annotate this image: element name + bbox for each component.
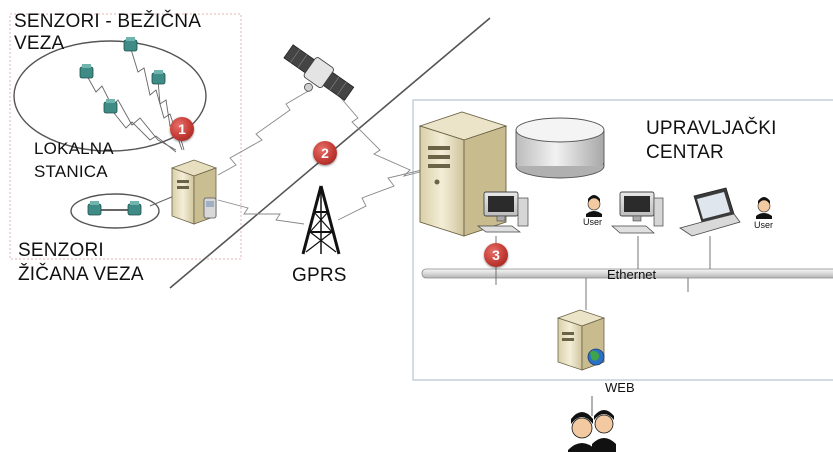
user-label: User [583,217,603,227]
sensor-icon [127,201,142,216]
local-station-label-line2: STANICA [34,162,108,181]
ethernet-label: Ethernet [607,267,657,282]
wired-sensors-label-line2: ŽIČANA VEZA [18,264,144,285]
wired-link-to-station [149,195,175,207]
local-station-label: LOKALNA [34,139,114,158]
sensor-icon [87,201,102,216]
user-icon [586,195,602,217]
sensor-icon [79,64,94,79]
wireless-sensors-label-line2: VEZA [14,33,65,54]
gprs-tower-icon [301,185,341,255]
control-center-border [412,99,833,381]
step-badge-1: 1 [170,117,194,141]
sensor-icon [151,70,166,85]
globe-icon [587,348,605,366]
laptop-icon [679,187,741,237]
sensor-icon [123,37,138,52]
users-group-icon [568,410,616,452]
user-icon [756,197,772,219]
control-center-label-line2: CENTAR [646,142,724,163]
phone-icon [203,197,217,219]
database-icon [515,117,605,179]
wired-sensors-label: SENZORI [18,240,104,261]
control-center-label: UPRAVLJAČKI [646,118,777,139]
satellite-icon [283,44,355,101]
ethernet-bus [421,268,833,279]
workstation-icon [611,191,664,234]
user-label: User [754,220,774,230]
step-badge-2: 2 [313,141,337,165]
web-label: WEB [605,380,635,395]
gprs-label: GPRS [292,265,347,286]
wired-sensor-group [70,193,160,229]
workstation-icon [476,191,529,233]
wireless-links [85,45,185,153]
step-badge-3: 3 [484,243,508,267]
server-icon [418,111,508,237]
field-area-border [9,13,242,260]
gprs-links [217,89,429,225]
sensor-icon [103,99,118,114]
wireless-sensors-label: SENZORI - BEŽIČNA [14,11,202,32]
wireless-sensor-group [13,40,207,152]
